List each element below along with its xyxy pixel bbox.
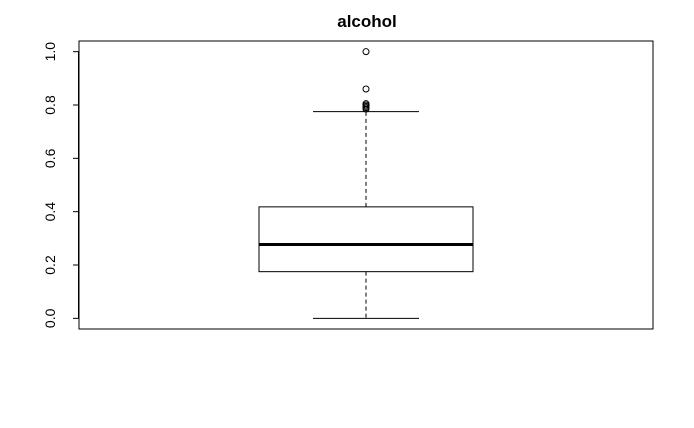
y-tick-label: 0.0: [42, 308, 58, 328]
chart-title: alcohol: [337, 12, 397, 31]
outliers: [362, 48, 370, 113]
interquartile-box: [258, 206, 474, 273]
outlier-point: [362, 100, 370, 108]
y-axis: 0.0 0.2 0.4 0.6 0.8 1.0: [42, 42, 79, 328]
box-plot: [258, 111, 474, 319]
outlier-point: [362, 85, 370, 93]
y-tick-label: 0.2: [42, 255, 58, 275]
outlier-point: [362, 48, 370, 56]
y-tick-label: 0.4: [42, 202, 58, 222]
y-tick-label: 0.6: [42, 148, 58, 168]
y-tick-label: 1.0: [42, 42, 58, 62]
y-tick-label: 0.8: [42, 95, 58, 115]
